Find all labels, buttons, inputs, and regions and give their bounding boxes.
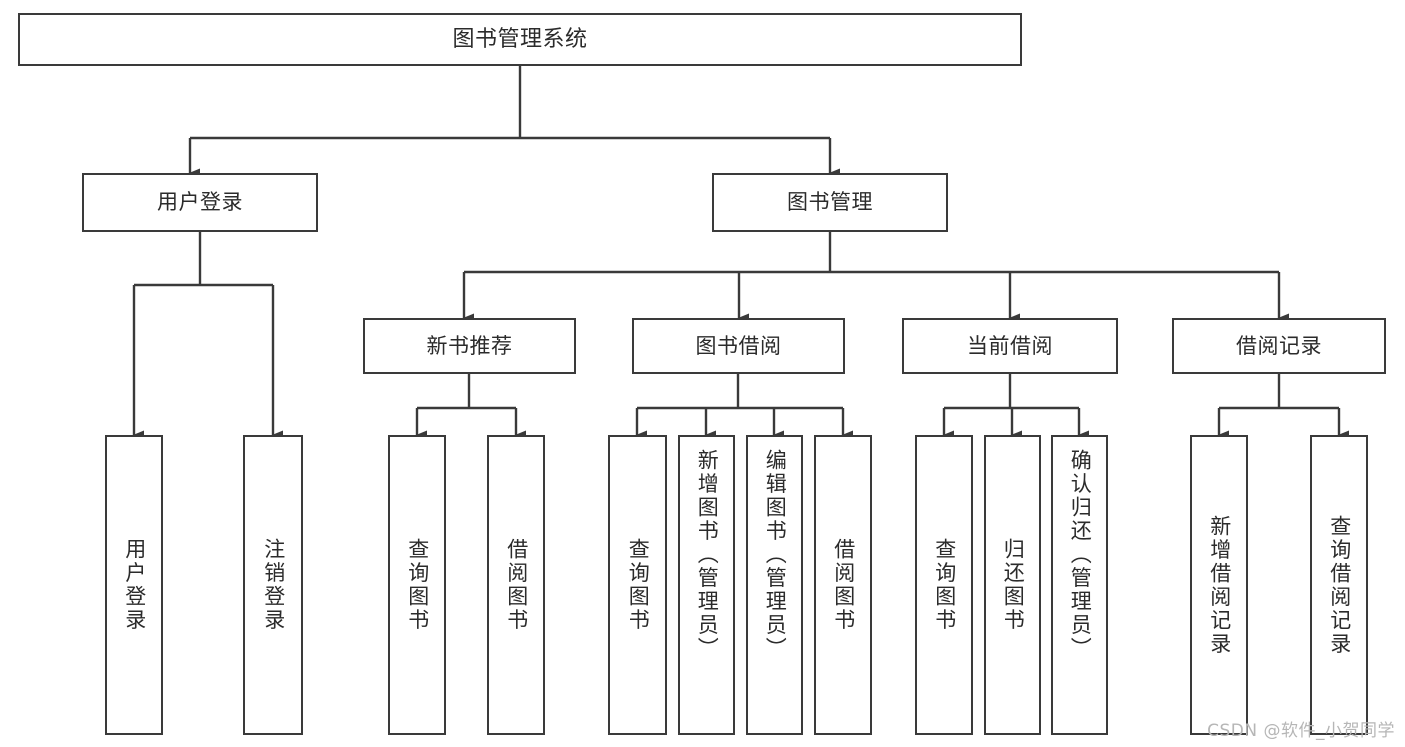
node-new-book-recommend[interactable]: 新书推荐 [363,318,576,374]
leaf-borrow-edit-book[interactable]: 编辑图书（管理员） [746,435,803,735]
leaf-current-confirm-return-label: 确认归还（管理员） [1068,449,1093,661]
leaf-record-add-label: 新增借阅记录 [1207,514,1232,656]
leaf-user-login-label: 用户登录 [122,538,147,632]
leaf-record-add[interactable]: 新增借阅记录 [1190,435,1248,735]
leaf-current-return-book[interactable]: 归还图书 [984,435,1041,735]
leaf-borrow-borrow-book[interactable]: 借阅图书 [814,435,872,735]
edge-group [132,66,1349,440]
leaf-borrow-edit-book-label: 编辑图书（管理员） [763,449,788,661]
leaf-borrow-add-book[interactable]: 新增图书（管理员） [678,435,735,735]
node-book-manage-label: 图书管理 [787,190,873,215]
leaf-borrow-add-book-label: 新增图书（管理员） [695,449,720,661]
node-book-manage[interactable]: 图书管理 [712,173,948,232]
leaf-record-query[interactable]: 查询借阅记录 [1310,435,1368,735]
watermark: CSDN @软件_小贺同学 [1207,721,1395,741]
node-user-login-label: 用户登录 [157,190,243,215]
leaf-current-query-book[interactable]: 查询图书 [915,435,973,735]
leaf-current-query-book-label: 查询图书 [932,538,957,632]
node-root[interactable]: 图书管理系统 [18,13,1022,66]
node-root-label: 图书管理系统 [452,26,588,52]
leaf-recommend-borrow-book[interactable]: 借阅图书 [487,435,545,735]
node-borrow-record[interactable]: 借阅记录 [1172,318,1386,374]
leaf-current-return-book-label: 归还图书 [1001,538,1026,632]
node-current-borrow-label: 当前借阅 [967,333,1053,358]
leaf-borrow-query-book[interactable]: 查询图书 [608,435,667,735]
leaf-current-confirm-return[interactable]: 确认归还（管理员） [1051,435,1108,735]
leaf-record-query-label: 查询借阅记录 [1327,514,1352,656]
node-user-login[interactable]: 用户登录 [82,173,318,232]
leaf-borrow-borrow-book-label: 借阅图书 [831,538,856,632]
node-current-borrow[interactable]: 当前借阅 [902,318,1118,374]
leaf-borrow-query-book-label: 查询图书 [626,538,651,632]
leaf-recommend-borrow-book-label: 借阅图书 [504,538,529,632]
node-book-borrow[interactable]: 图书借阅 [632,318,845,374]
node-borrow-record-label: 借阅记录 [1236,333,1322,358]
leaf-user-logout-label: 注销登录 [261,538,286,632]
node-book-borrow-label: 图书借阅 [695,333,782,358]
leaf-user-login[interactable]: 用户登录 [105,435,163,735]
leaf-recommend-query-book[interactable]: 查询图书 [388,435,446,735]
leaf-recommend-query-book-label: 查询图书 [405,538,430,632]
leaf-user-logout[interactable]: 注销登录 [243,435,303,735]
node-new-book-recommend-label: 新书推荐 [426,333,513,358]
